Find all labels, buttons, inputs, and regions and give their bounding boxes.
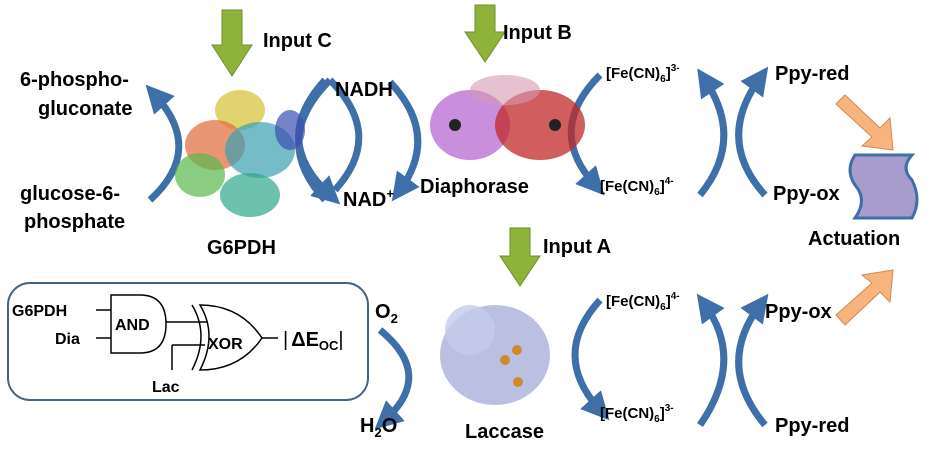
- ferrocyanide-label-bottom: [Fe(CN)6]4-: [606, 291, 680, 313]
- g6pdh-protein-image: [175, 90, 305, 217]
- input-b-arrow: [464, 4, 506, 63]
- product-6-phosphogluconate-line1: 6-phospho-: [20, 69, 129, 91]
- diaphorase-label: Diaphorase: [420, 176, 529, 198]
- h2o-label: H2O: [360, 415, 397, 440]
- actuation-arrow-bottom: [835, 269, 894, 326]
- ferrocyanide-label: [Fe(CN)6]4-: [600, 176, 674, 198]
- ppy-red-label-bottom: Ppy-red: [775, 415, 849, 437]
- ppy-ox-label: Ppy-ox: [773, 183, 840, 205]
- nad-label: NAD+: [343, 186, 394, 211]
- and-gate-symbol: [110, 294, 167, 354]
- input-a-label: Input A: [543, 236, 611, 258]
- ppy-red-label: Ppy-red: [775, 63, 849, 85]
- substrate-glucose-6-phosphate-line1: glucose-6-: [20, 183, 120, 205]
- o2-label: O2: [375, 301, 398, 326]
- input-b-label: Input B: [503, 22, 572, 44]
- laccase-label: Laccase: [465, 421, 544, 443]
- input-c-label: Input C: [263, 30, 332, 52]
- ferricyanide-label-bottom: [Fe(CN)6]3-: [600, 403, 674, 425]
- logic-output-label: |ΔEOC|: [283, 329, 344, 353]
- actuator-polymer-icon: [848, 153, 919, 220]
- xor-gate-symbol: [198, 304, 263, 371]
- ppy-ox-label-bottom: Ppy-ox: [765, 301, 832, 323]
- diaphorase-protein-image: [430, 75, 585, 160]
- input-a-arrow: [499, 227, 541, 287]
- logic-gate-box: G6PDH Dia Lac AND XOR |ΔEOC|: [7, 282, 369, 401]
- actuation-arrow-top: [835, 94, 894, 151]
- logic-input-lac: Lac: [152, 379, 180, 396]
- and-gate-label: AND: [115, 317, 150, 334]
- ferricyanide-label: [Fe(CN)6]3-: [606, 63, 680, 85]
- substrate-glucose-6-phosphate-line2: phosphate: [24, 211, 125, 233]
- nadh-label: NADH: [335, 79, 393, 101]
- actuation-label: Actuation: [808, 228, 900, 250]
- logic-input-g6pdh: G6PDH: [12, 303, 67, 320]
- laccase-protein-image: [440, 305, 550, 405]
- input-c-arrow: [211, 9, 253, 77]
- logic-input-dia: Dia: [55, 331, 80, 348]
- xor-gate-label: XOR: [208, 336, 243, 353]
- g6pdh-label: G6PDH: [207, 237, 276, 259]
- product-6-phosphogluconate-line2: gluconate: [38, 98, 132, 120]
